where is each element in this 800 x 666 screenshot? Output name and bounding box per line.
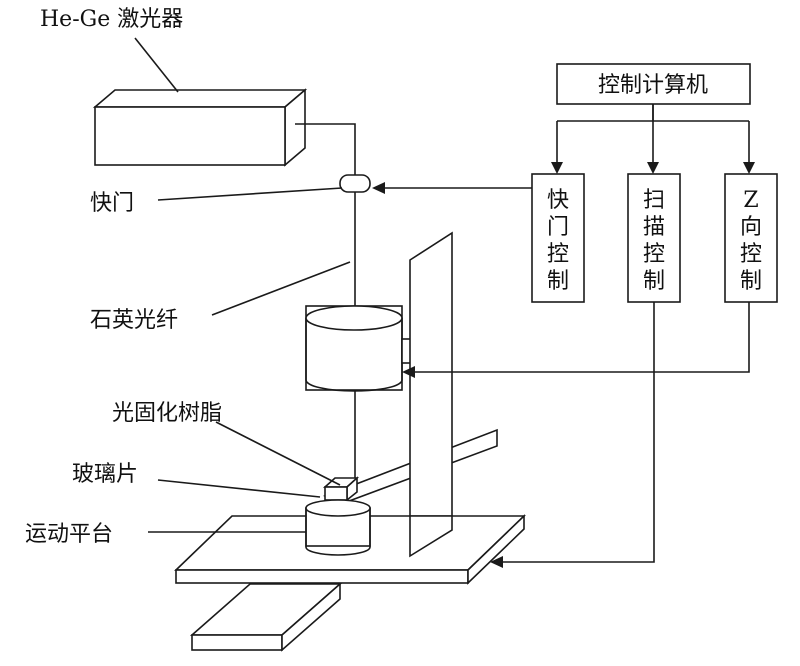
glass-leader-line — [157, 479, 321, 498]
shutter-signal-arrow — [372, 182, 385, 194]
shutter-control-box — [531, 173, 585, 303]
shutter-label: 快门 — [90, 191, 134, 216]
arrow-z-ctrl — [743, 162, 755, 174]
z-control-box — [724, 173, 778, 303]
arrow-shutter-ctrl — [551, 162, 563, 174]
shutter-ctrl-char-1: 快 — [547, 188, 569, 213]
control-computer-box — [556, 63, 751, 105]
scan-signal-arrow — [490, 556, 503, 568]
sample-cylinder — [305, 499, 371, 556]
laser-leader-line — [134, 37, 179, 93]
fiber-label: 石英光纤 — [90, 308, 178, 333]
vertical-post — [409, 231, 453, 558]
shutter-ctrl-char-3: 控 — [547, 242, 569, 267]
resin-label: 光固化树脂 — [112, 401, 222, 426]
fiber-leader-line — [211, 261, 351, 316]
scan-ctrl-char-2: 描 — [643, 215, 665, 240]
shutter-ctrl-char-4: 制 — [547, 269, 569, 294]
laser-label: He-Ge 激光器 — [40, 7, 183, 32]
shutter-ctrl-char-2: 门 — [547, 215, 569, 240]
z-signal-arrow — [402, 366, 415, 378]
arrow-scan-ctrl — [647, 162, 659, 174]
scan-ctrl-char-1: 扫 — [643, 188, 665, 213]
z-signal-line — [414, 302, 750, 373]
lower-rail — [189, 582, 343, 652]
z-holder-cylinder — [305, 305, 403, 392]
scan-ctrl-char-4: 制 — [643, 269, 665, 294]
glass-label: 玻璃片 — [72, 462, 138, 487]
z-ctrl-char-1: Z — [743, 188, 758, 213]
scan-ctrl-char-3: 控 — [643, 242, 665, 267]
vertical-post-front — [409, 515, 453, 558]
scan-signal-line — [502, 302, 655, 563]
laser-box — [92, 88, 308, 167]
scan-control-box — [627, 173, 681, 303]
shutter-leader-line — [157, 187, 343, 201]
control-computer-label: 控制计算机 — [598, 73, 708, 98]
shutter — [339, 174, 371, 193]
z-ctrl-char-3: 控 — [740, 242, 762, 267]
laser-output-path — [295, 123, 356, 175]
resin-leader-line — [215, 421, 341, 486]
glass-slide — [322, 476, 360, 502]
z-ctrl-char-4: 制 — [740, 269, 762, 294]
stage-label: 运动平台 — [25, 522, 113, 547]
z-ctrl-char-2: 向 — [740, 215, 762, 240]
